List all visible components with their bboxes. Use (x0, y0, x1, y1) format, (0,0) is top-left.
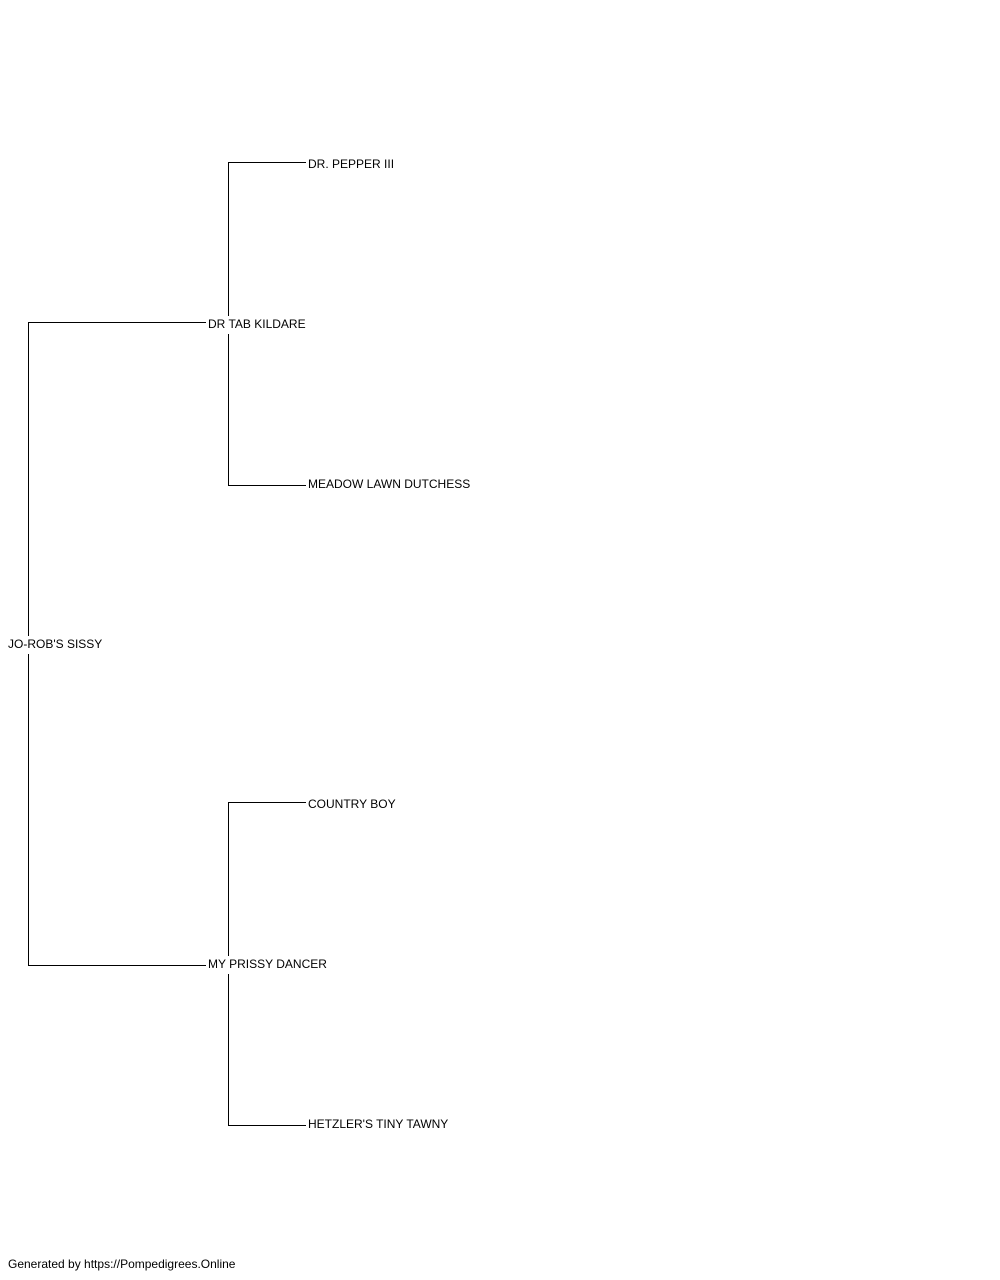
sire-dam-name: MEADOW LAWN DUTCHESS (307, 477, 472, 491)
subject-name: JO-ROB'S SISSY (7, 637, 104, 651)
dam-name: MY PRISSY DANCER (207, 957, 328, 971)
generated-by-footer: Generated by https://Pompedigrees.Online (8, 1257, 236, 1271)
sire-name: DR TAB KILDARE (207, 317, 307, 331)
sire-sire-name: DR. PEPPER III (307, 157, 396, 171)
dam-sire-name: COUNTRY BOY (307, 797, 397, 811)
dam-dam-name: HETZLER'S TINY TAWNY (307, 1117, 450, 1131)
